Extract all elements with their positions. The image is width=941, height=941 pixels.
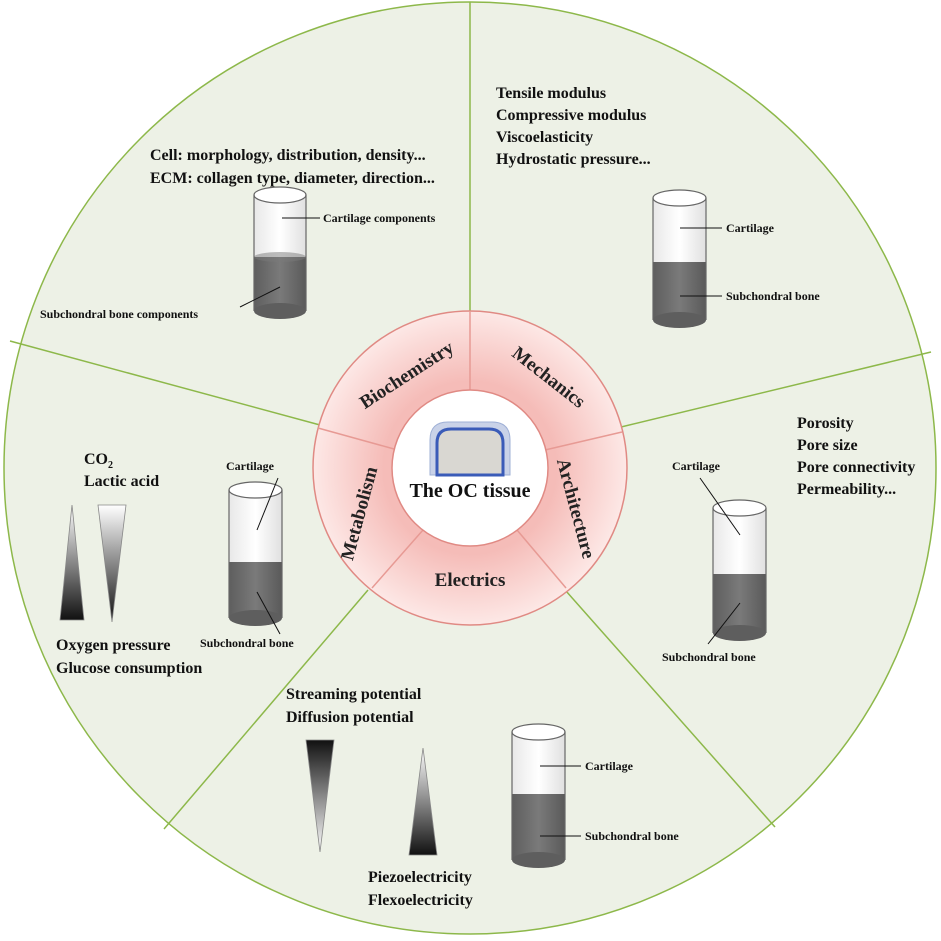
elec-cylinder bbox=[511, 723, 566, 868]
elec-triangle-up bbox=[408, 747, 438, 856]
metab-triangle-down bbox=[97, 504, 127, 623]
elec-top-label: Cartilage bbox=[585, 759, 634, 773]
biochem-cylinder bbox=[253, 186, 307, 319]
mech-cylinder bbox=[652, 189, 707, 328]
arch-prop-3: Permeability... bbox=[797, 481, 896, 498]
arch-bottom-label: Subchondral bone bbox=[662, 650, 756, 664]
elec-prop-top-1: Diffusion potential bbox=[286, 709, 414, 726]
mech-prop-1: Compressive modulus bbox=[496, 107, 646, 124]
metab-co2-sub: 2 bbox=[108, 460, 113, 471]
metab-cylinder bbox=[228, 481, 283, 626]
mech-prop-3: Hydrostatic pressure... bbox=[496, 151, 651, 168]
metab-bottom-label: Subchondral bone bbox=[200, 636, 294, 650]
metab-glucose: Glucose consumption bbox=[56, 660, 202, 677]
biochemistry-panel: Cell: morphology, distribution, density.… bbox=[40, 147, 436, 321]
arch-top-label: Cartilage bbox=[672, 459, 721, 473]
mech-top-label: Cartilage bbox=[726, 221, 775, 235]
mech-bottom-label: Subchondral bone bbox=[726, 289, 820, 303]
biochem-bottom-label: Subchondral bone components bbox=[40, 307, 198, 321]
metabolism-panel: CO2 Lactic acid Oxygen pressure Glucose … bbox=[56, 451, 294, 677]
metab-triangle-up bbox=[59, 504, 85, 621]
elec-prop-top-0: Streaming potential bbox=[286, 686, 422, 703]
arch-prop-0: Porosity bbox=[797, 415, 854, 432]
elec-prop-bottom-0: Piezoelectricity bbox=[368, 869, 472, 886]
elec-triangle-down bbox=[305, 739, 335, 853]
oc-tissue-icon bbox=[429, 421, 511, 477]
segment-electrics: Electrics bbox=[435, 570, 506, 591]
metab-oxygen: Oxygen pressure bbox=[56, 637, 171, 654]
architecture-panel: Porosity Pore size Pore connectivity Per… bbox=[662, 415, 915, 664]
biochem-line2: ECM: collagen type, diameter, direction.… bbox=[150, 170, 435, 187]
mech-prop-2: Viscoelasticity bbox=[496, 129, 593, 146]
metab-co2-main: CO bbox=[84, 451, 108, 468]
mechanics-panel: Tensile modulus Compressive modulus Visc… bbox=[496, 85, 820, 328]
arch-prop-1: Pore size bbox=[797, 437, 858, 454]
elec-bottom-label: Subchondral bone bbox=[585, 829, 679, 843]
mech-prop-0: Tensile modulus bbox=[496, 85, 606, 102]
electrics-panel: Streaming potential Diffusion potential … bbox=[286, 686, 679, 909]
biochem-line1: Cell: morphology, distribution, density.… bbox=[150, 147, 426, 164]
biochem-top-label: Cartilage components bbox=[323, 211, 436, 225]
metab-co2: CO2 bbox=[84, 451, 113, 471]
metab-top-label: Cartilage bbox=[226, 459, 275, 473]
metab-lactic: Lactic acid bbox=[84, 473, 159, 490]
center-label: The OC tissue bbox=[409, 480, 530, 502]
arch-prop-2: Pore connectivity bbox=[797, 459, 915, 476]
arch-cylinder bbox=[712, 499, 767, 641]
ring-dividers bbox=[317, 311, 623, 589]
elec-prop-bottom-1: Flexoelectricity bbox=[368, 892, 473, 909]
panel-dividers bbox=[9, 2, 932, 830]
